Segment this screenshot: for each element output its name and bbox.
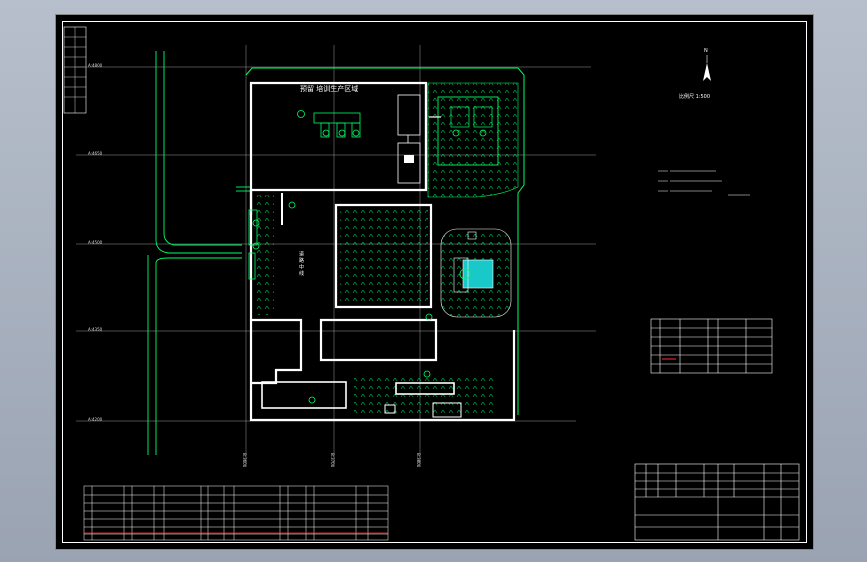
notes-lines bbox=[658, 170, 750, 196]
grid-label-a2: A:4650 bbox=[88, 151, 103, 156]
area-title: 预留 培训生产区域 bbox=[300, 85, 359, 93]
building-walls bbox=[249, 81, 516, 422]
scale-label: 比例尺 1:500 bbox=[679, 94, 710, 100]
site-boundary bbox=[245, 67, 525, 415]
lawn-northeast bbox=[427, 82, 519, 198]
lawn-south bbox=[354, 373, 494, 417]
external-road bbox=[147, 51, 251, 455]
grid-label-b2: B:3700 bbox=[330, 453, 335, 468]
grid-label-b3: B:3800 bbox=[416, 453, 421, 468]
road-label: 道 路 中 线 bbox=[298, 251, 304, 276]
grid-label-b1: B:3600 bbox=[242, 453, 247, 468]
equipment-room bbox=[437, 96, 499, 166]
north-label: N bbox=[704, 48, 708, 54]
grid-label-a4: A:4350 bbox=[88, 327, 103, 332]
grid-label-a1: A:4800 bbox=[88, 63, 103, 68]
grid-label-a3: A:4500 bbox=[88, 240, 103, 245]
equipment-table bbox=[83, 485, 389, 541]
site-plan bbox=[63, 26, 800, 541]
north-arrow-icon bbox=[703, 55, 711, 81]
drawing-sheet: 预留 培训生产区域 道 路 中 线 比例尺 1:500 N A:4800 A:4… bbox=[55, 14, 814, 550]
legend-table bbox=[650, 318, 773, 374]
grid-label-a5: A:4200 bbox=[88, 417, 103, 422]
water-tank bbox=[462, 259, 494, 289]
lawn-west bbox=[254, 195, 274, 315]
lawn-central bbox=[340, 209, 428, 303]
drawing-frame bbox=[62, 21, 807, 543]
callouts bbox=[252, 110, 487, 404]
title-block bbox=[634, 463, 800, 541]
